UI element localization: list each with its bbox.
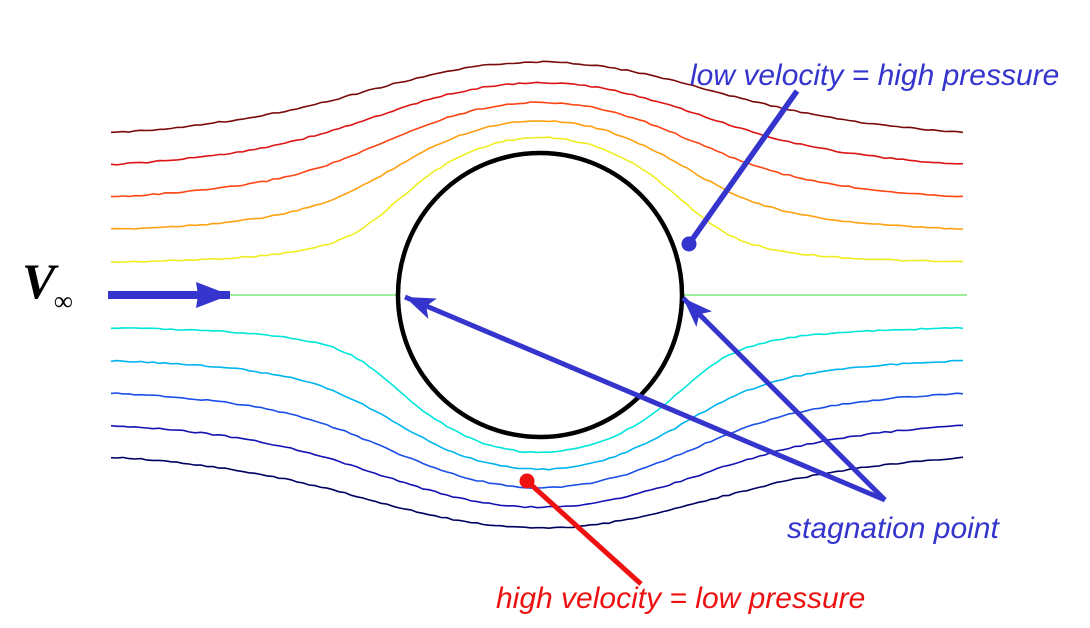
streamline <box>110 60 964 134</box>
streamline <box>110 81 964 166</box>
streamline <box>110 424 964 509</box>
streamline <box>110 101 964 198</box>
streamline <box>111 326 964 454</box>
streamline <box>110 120 964 230</box>
streamline <box>110 359 964 471</box>
streamline <box>110 136 964 264</box>
bottom-leader-dot <box>519 473 535 489</box>
infinity-subscript: ∞ <box>53 286 73 316</box>
high-velocity-low-pressure-label: high velocity = low pressure <box>496 582 866 615</box>
stagnation-arrow-right <box>681 296 887 502</box>
bottom-leader-line <box>525 479 643 586</box>
low-velocity-high-pressure-label: low velocity = high pressure <box>690 59 1060 92</box>
top-leader-dot <box>681 236 697 252</box>
stagnation-arrow-left <box>404 294 886 503</box>
velocity-symbol: V <box>22 253 56 309</box>
top-leader-line <box>686 89 800 246</box>
stagnation-point-label: stagnation point <box>787 512 999 545</box>
freestream-velocity-label: V∞ <box>22 253 75 315</box>
cylinder-circle <box>395 150 685 440</box>
